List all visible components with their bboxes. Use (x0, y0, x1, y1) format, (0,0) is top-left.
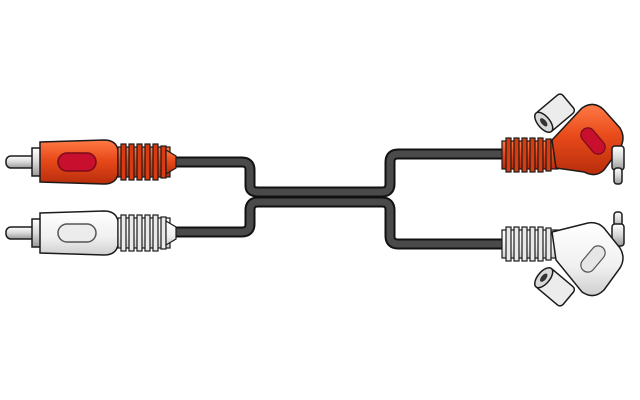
cables (170, 148, 508, 250)
left-white-plug (5, 210, 177, 256)
red-plug-grip (117, 143, 171, 181)
right-red-badge (580, 127, 606, 155)
left-red-plug (5, 139, 177, 185)
right-red-grip (501, 137, 559, 173)
white-plug-badge (57, 223, 97, 243)
right-red-pin (611, 145, 625, 185)
cable-white-path (170, 196, 508, 250)
white-plug-grip (117, 214, 171, 252)
right-white-right-angle-connector (501, 211, 625, 307)
right-white-socket (534, 266, 576, 307)
right-white-grip (501, 226, 559, 262)
right-white-badge (580, 245, 606, 273)
right-red-socket (534, 93, 576, 134)
right-red-right-angle-connector (501, 93, 625, 185)
red-plug-badge (57, 152, 97, 172)
